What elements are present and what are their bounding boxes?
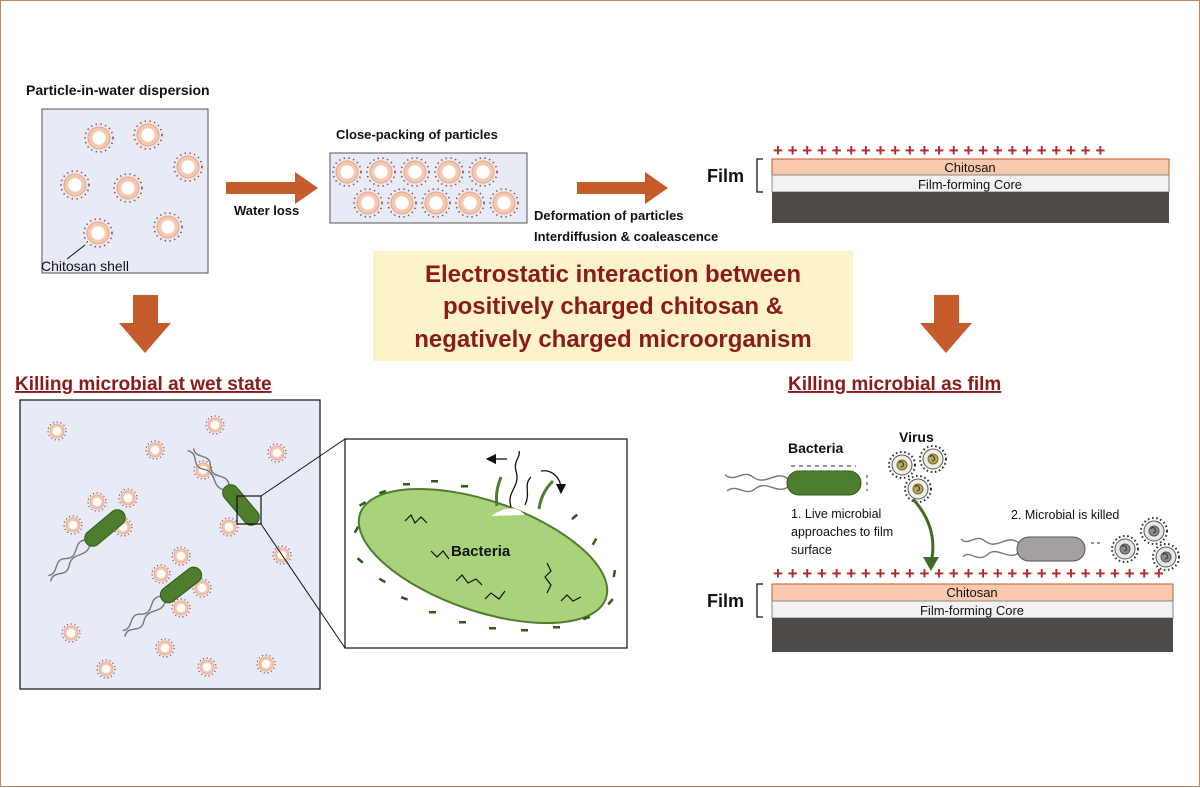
bacteria-label: Bacteria [788,440,843,456]
deformation-arrow [577,172,668,204]
approach-arrowhead [923,557,939,571]
virus-label: Virus [899,429,934,445]
zoom-box [236,495,262,525]
deformation-label: Deformation of particles [534,208,684,223]
zoom-line-top [260,438,346,497]
dead-bacterium [960,536,1101,562]
film-label-bottom: Film [707,591,744,611]
film-bracket-bottom [756,583,763,618]
chitosan-label-top: Chitosan [944,160,995,175]
down-arrow-right [920,295,972,353]
banner-line1: Electrostatic interaction between [425,261,801,288]
substrate-top [772,192,1169,223]
water-loss-label: Water loss [234,203,299,218]
zoom-line-bottom [260,523,346,649]
close-packing-panel [329,152,528,224]
core-label-bottom: Film-forming Core [920,603,1024,618]
zoom-bacterium [353,450,617,632]
down-arrow-left [119,295,171,353]
chitosan-label-bottom: Chitosan [946,585,997,600]
wet-state-header: Killing microbial at wet state [15,374,272,395]
dead-viruses [1111,517,1180,571]
film-label-top: Film [707,166,744,186]
film-bracket-top [756,158,763,193]
core-label-top: Film-forming Core [918,177,1022,192]
step1-line1: 1. Live microbial [791,507,881,521]
dispersion-label: Particle-in-water dispersion [26,82,210,98]
banner-line2: positively charged chitosan & [443,293,783,320]
live-bacterium [724,465,868,496]
shell-pointer [66,244,86,260]
water-loss-arrow [226,172,318,204]
banner-line3: negatively charged microorganism [414,326,811,353]
shell-label: Chitosan shell [41,258,129,274]
film-charges-bottom: + + + + + + + + + + + + + + + + + + + + … [773,564,1164,583]
step2-label: 2. Microbial is killed [1011,508,1119,522]
film-header: Killing microbial as film [788,374,1001,395]
film-charges-top: + + + + + + + + + + + + + + + + + + + + … [773,141,1105,160]
banner-box [373,251,853,361]
wet-state-panel [19,399,321,690]
step1-line3: surface [791,543,832,557]
substrate-bottom [772,618,1173,652]
step1-line2: approaches to film [791,525,893,539]
live-viruses [888,445,947,503]
close-packing-label: Close-packing of particles [336,127,498,142]
approach-arrow [911,497,935,564]
zoom-bacteria-label: Bacteria [451,543,511,560]
interdiffusion-label: Interdiffusion & coaleascence [534,229,718,244]
